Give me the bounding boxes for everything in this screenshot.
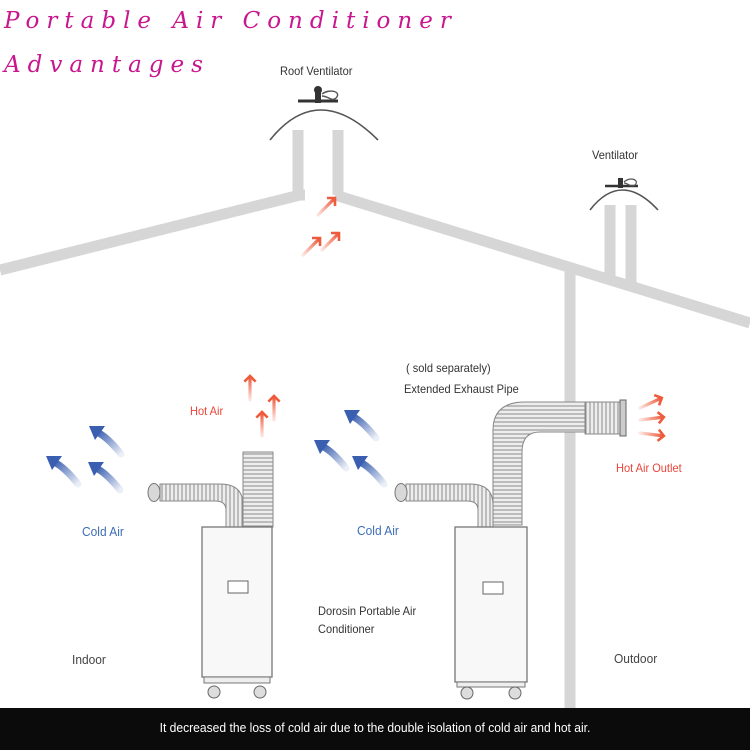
hot-air-label: Hot Air xyxy=(190,404,224,418)
roof-ventilator-icon xyxy=(269,86,379,141)
cold-air-label-right: Cold Air xyxy=(357,523,399,538)
extended-exhaust-pipe-label: Extended Exhaust Pipe xyxy=(404,382,519,396)
hot-air-arrows-unit xyxy=(236,374,288,438)
roof-ventilator-label: Roof Ventilator xyxy=(280,64,353,78)
hot-air-outlet-arrows xyxy=(638,390,666,448)
caption-text: It decreased the loss of cold air due to… xyxy=(159,720,591,735)
caption-bar: It decreased the loss of cold air due to… xyxy=(0,708,750,750)
product-name-line-2: Conditioner xyxy=(318,622,375,636)
ventilator-icon xyxy=(589,178,659,211)
title-line-2: Advantages xyxy=(4,52,210,78)
air-conditioner-unit-left xyxy=(147,451,274,699)
air-conditioner-unit-right xyxy=(394,399,627,700)
product-name-line-1: Dorosin Portable Air xyxy=(318,604,417,618)
cold-air-arrows-right xyxy=(314,410,384,484)
indoor-label: Indoor xyxy=(72,652,106,667)
sold-separately-label: ( sold separately) xyxy=(406,361,491,375)
title-line-1: Portable Air Conditioner xyxy=(4,8,458,34)
house-structure xyxy=(0,130,750,708)
hot-air-outlet-label: Hot Air Outlet xyxy=(616,461,682,475)
cold-air-label-left: Cold Air xyxy=(82,524,124,539)
outdoor-label: Outdoor xyxy=(614,651,658,666)
hot-air-arrows-roof xyxy=(301,196,341,257)
cold-air-arrows-left xyxy=(46,426,121,490)
ventilator-label: Ventilator xyxy=(592,148,639,162)
